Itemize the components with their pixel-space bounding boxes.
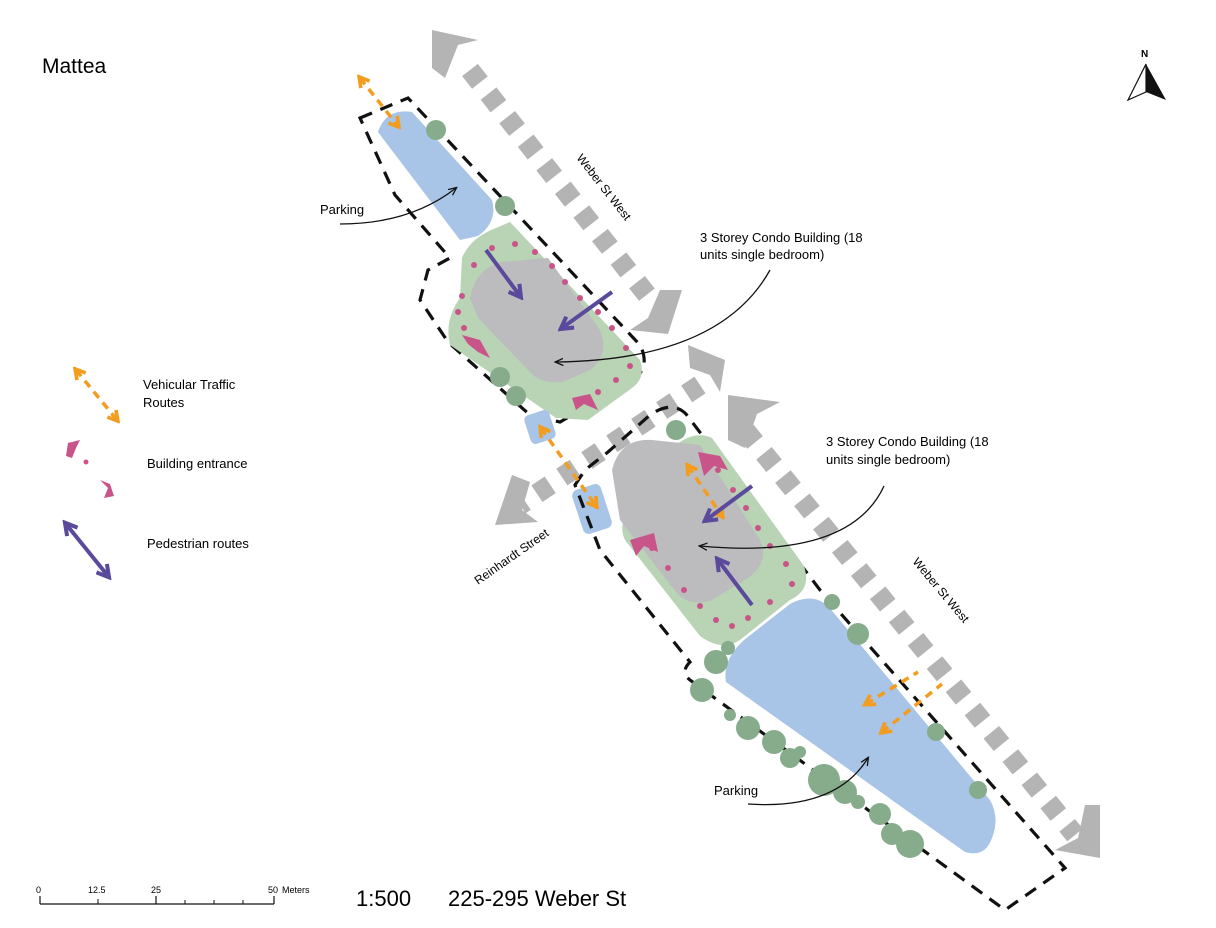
scale-tick-25: 25 [151,885,161,895]
legend-pedestrian-icon [66,524,108,576]
building-south [612,439,764,603]
label-building-north-line2: units single bedroom) [700,247,824,262]
entrance-chevron-north-1 [462,335,490,358]
label-parking-north: Parking [320,202,364,217]
legend-vehicular-label-1: Vehicular Traffic [143,377,236,392]
scale-unit: Meters [282,885,310,895]
legend-pedestrian-label: Pedestrian routes [147,536,249,551]
site-boundary-south [573,405,1068,912]
entrance-path-dots-north [455,241,633,395]
scale-tick-0: 0 [36,885,41,895]
entrance-chevron-north-2 [572,394,598,410]
label-parking-south: Parking [714,783,758,798]
building-north [470,258,604,383]
vehicular-routes [360,78,944,732]
entrance-chevron-south-1 [630,533,658,556]
label-building-south-line2: units single bedroom) [826,452,950,467]
road-weber-south [728,395,1100,858]
site-address: 225-295 Weber St [448,886,626,911]
scale-ratio: 1:500 [356,886,411,911]
road-weber-north [432,30,682,334]
label-street-reinhardt: Reinhardt Street [472,525,552,587]
parking-lot-north [378,111,494,240]
map-title: Mattea [42,55,107,78]
entrance-path-dots-south [649,467,795,629]
scale-tick-12-5: 12.5 [88,885,106,895]
leader-arrows [339,188,885,806]
legend-vehicular-icon [76,370,117,420]
scale-bar: 0 12.5 25 50 Meters [36,885,310,905]
legend-entrance-icon [66,440,114,498]
label-building-north-line1: 3 Storey Condo Building (18 [700,230,863,245]
legend-entrance-label: Building entrance [147,456,247,471]
label-street-weber-south: Weber St West [910,555,973,626]
north-arrow-icon: N [1126,49,1166,102]
pedestrian-routes [484,248,754,607]
north-label: N [1141,49,1148,60]
legend: Vehicular Traffic Routes Building entran… [66,370,249,576]
label-building-south-line1: 3 Storey Condo Building (18 [826,434,989,449]
scale-tick-50: 50 [268,885,278,895]
trees-south [666,420,987,858]
trees-north [426,120,526,406]
legend-vehicular-label-2: Routes [143,395,185,410]
parking-lot-south [725,598,996,854]
